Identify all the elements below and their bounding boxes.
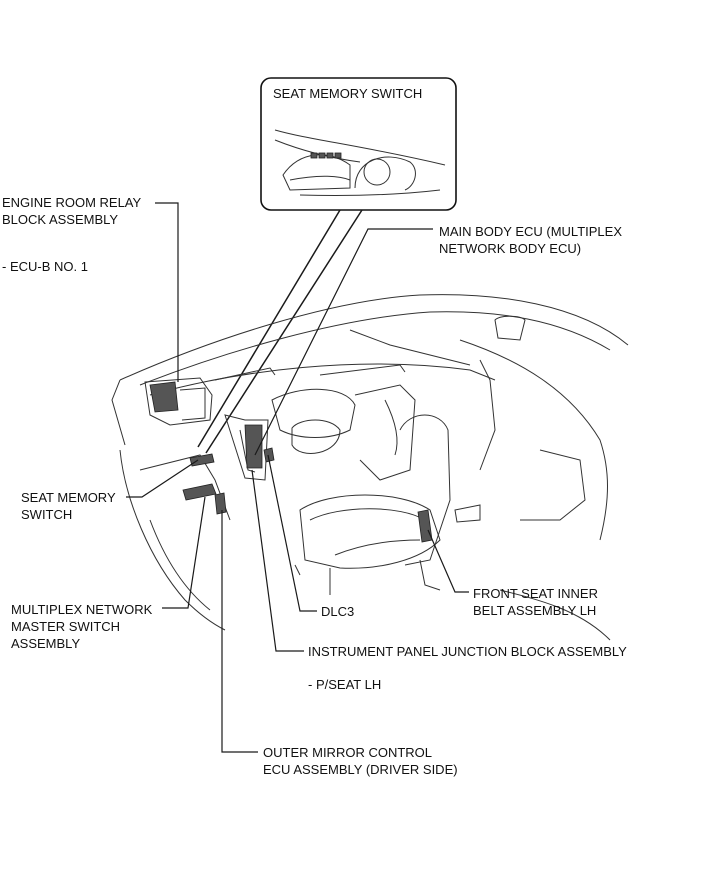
inset-box xyxy=(260,77,457,211)
leader-belt xyxy=(427,529,469,593)
leader-multiplex-switch xyxy=(162,496,206,609)
label-main-body-ecu: MAIN BODY ECU (MULTIPLEX NETWORK BODY EC… xyxy=(439,224,622,256)
label-instrument-panel-jb: INSTRUMENT PANEL JUNCTION BLOCK ASSEMBLY xyxy=(308,644,627,659)
leader-junction-block xyxy=(251,469,304,652)
label-front-seat-inner-belt: FRONT SEAT INNER BELT ASSEMBLY LH xyxy=(473,586,598,618)
label-outer-mirror-ecu: OUTER MIRROR CONTROL ECU ASSEMBLY (DRIVE… xyxy=(263,745,458,777)
label-dlc3: DLC3 xyxy=(321,604,355,619)
leader-seat-memory-switch xyxy=(126,459,199,498)
label-seat-memory-switch: SEAT MEMORY SWITCH xyxy=(21,490,116,522)
car-interior-illustration xyxy=(111,294,629,641)
label-engine-room-relay: ENGINE ROOM RELAY BLOCK ASSEMBLY xyxy=(2,195,142,227)
inset-title: SEAT MEMORY SWITCH xyxy=(273,86,423,101)
label-ecu-b-no1: - ECU-B NO. 1 xyxy=(2,259,88,274)
label-p-seat-lh: - P/SEAT LH xyxy=(308,677,382,692)
leader-engine-room-relay xyxy=(155,202,179,382)
memory-buttons-icon xyxy=(310,152,342,159)
leader-dlc3 xyxy=(267,454,317,612)
leader-outer-mirror xyxy=(221,510,258,753)
leader-main-body-ecu xyxy=(254,228,433,456)
label-multiplex-master-switch: MULTIPLEX NETWORK MASTER SWITCH ASSEMBLY xyxy=(11,602,153,651)
